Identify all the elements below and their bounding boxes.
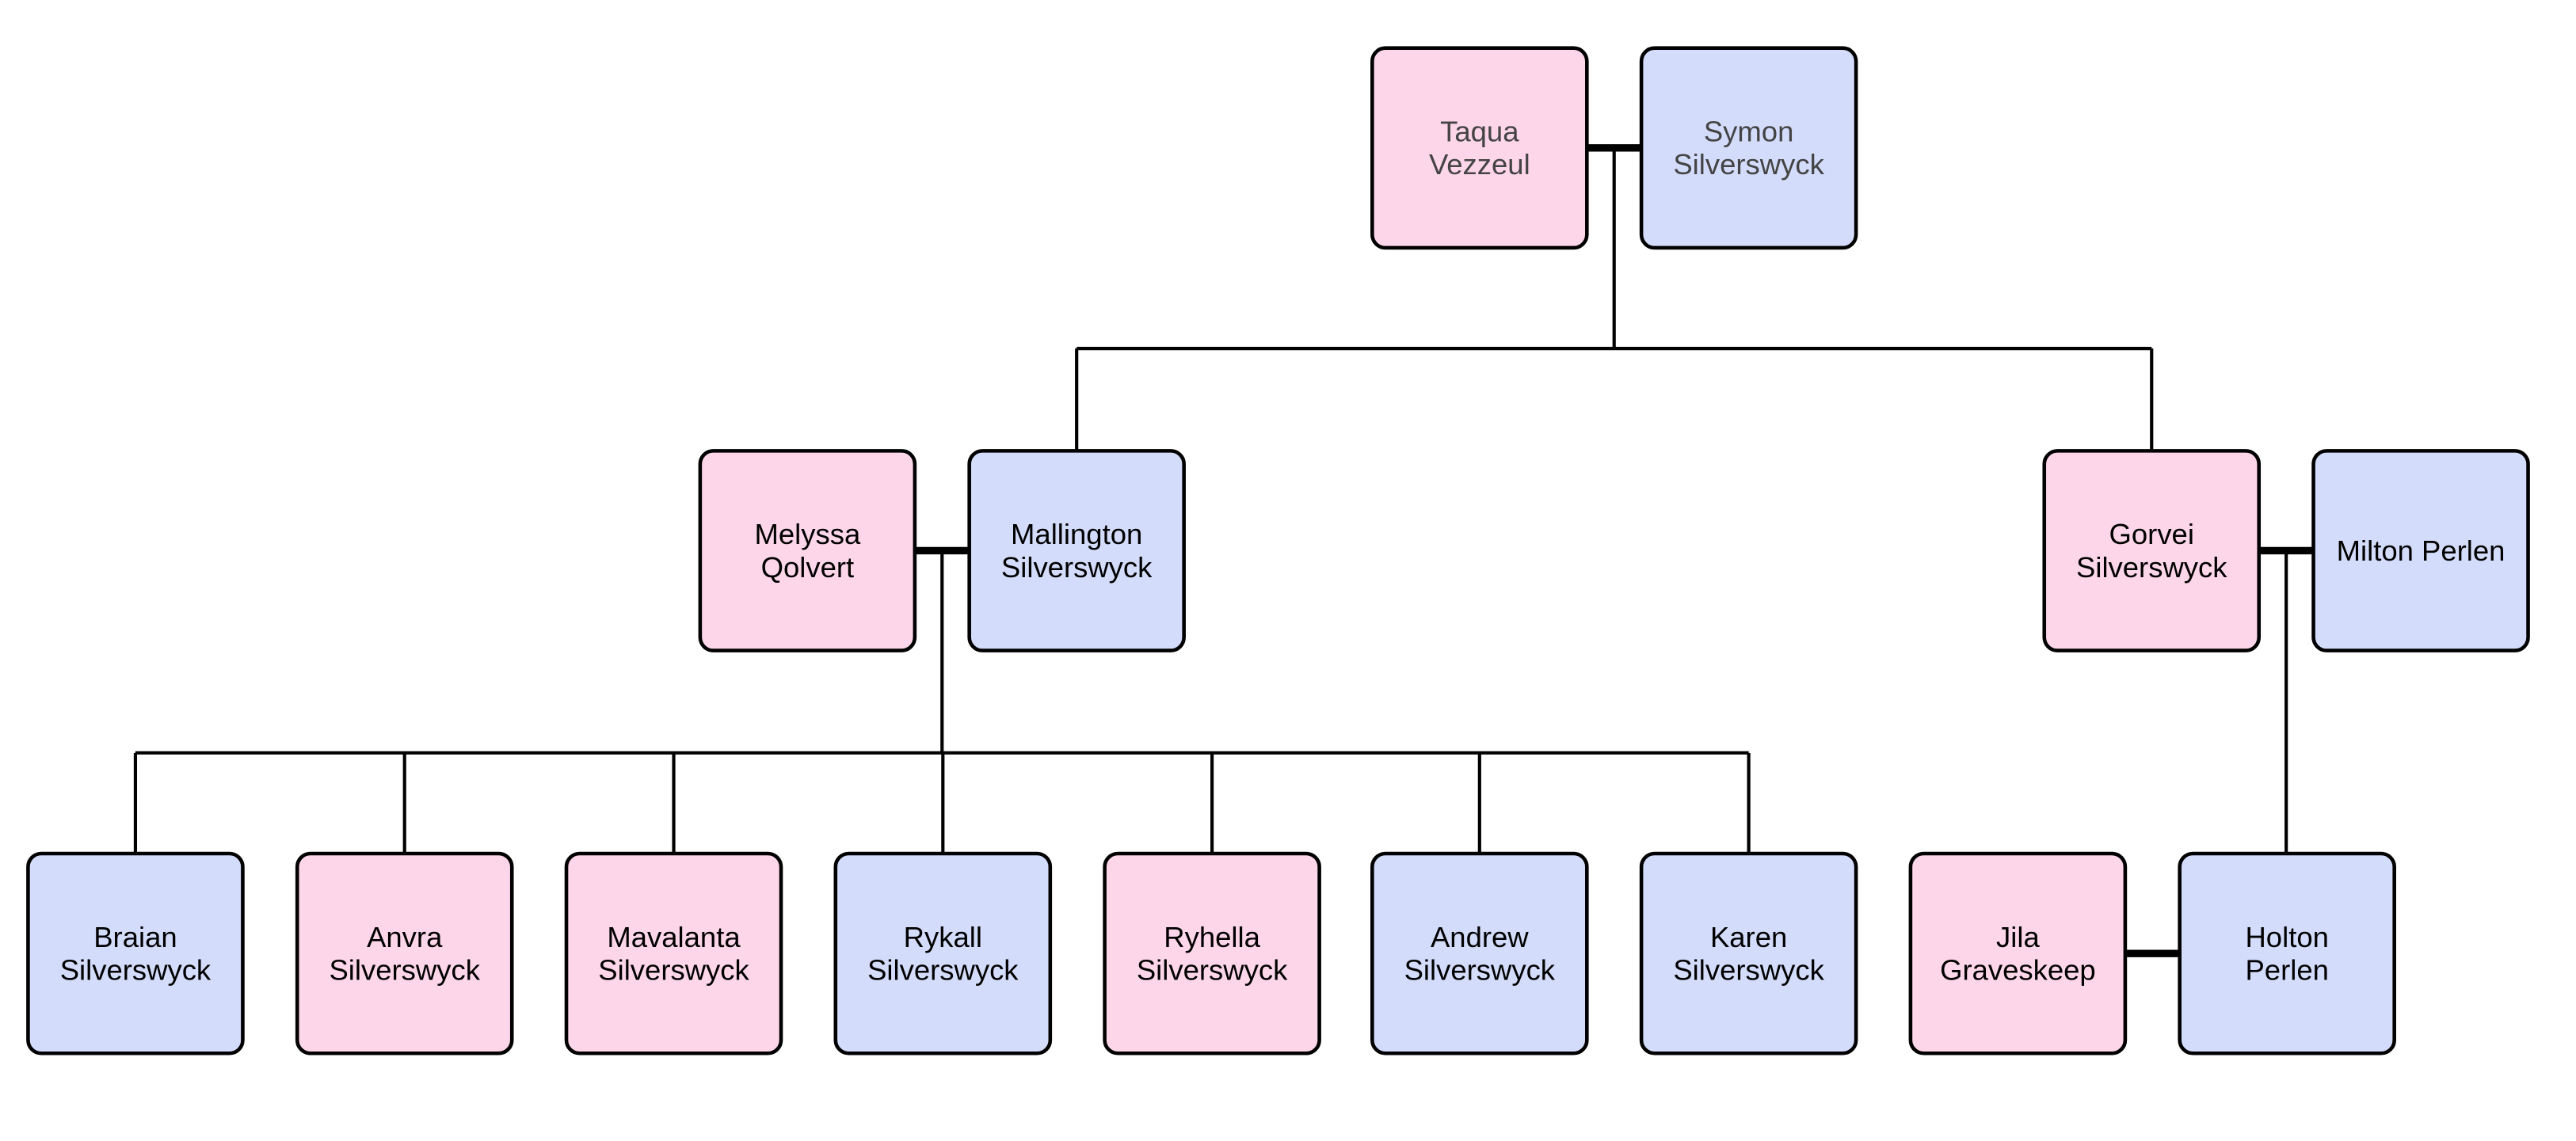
person-name-line: Taqua bbox=[1440, 116, 1519, 148]
person-box bbox=[1370, 851, 1589, 1055]
person-box bbox=[2311, 449, 2530, 652]
person-box bbox=[1103, 851, 1321, 1055]
person-name-line: Ryhella bbox=[1164, 921, 1260, 953]
person-name-line: Jila bbox=[1996, 921, 2040, 953]
person-name-line: Silverswyck bbox=[2076, 551, 2227, 584]
person-name-line: Andrew bbox=[1431, 921, 1529, 953]
person-name-line: Braian bbox=[93, 921, 177, 953]
person-name-line: Rykall bbox=[904, 921, 982, 953]
person-box bbox=[1908, 851, 2128, 1055]
person-name-line: Gorvei bbox=[2109, 518, 2194, 550]
person-name-line: Silverswyck bbox=[1404, 953, 1556, 986]
person-name-line: Mallington bbox=[1011, 518, 1142, 550]
person-node-milton[interactable]: Milton Perlen bbox=[2311, 449, 2530, 652]
person-box bbox=[26, 851, 245, 1055]
person-box bbox=[833, 851, 1053, 1055]
person-name-line: Milton Perlen bbox=[2337, 534, 2506, 567]
person-name-line: Anvra bbox=[367, 921, 443, 953]
person-name-line: Mavalanta bbox=[607, 921, 741, 953]
person-name-line: Symon bbox=[1704, 116, 1794, 148]
person-name-line: Melyssa bbox=[755, 518, 861, 550]
person-name-line: Silverswyck bbox=[1001, 551, 1153, 584]
person-name-line: Vezzeul bbox=[1429, 148, 1530, 181]
person-box bbox=[1639, 46, 1858, 250]
person-name-line: Perlen bbox=[2245, 953, 2328, 986]
person-box bbox=[295, 851, 514, 1055]
person-box bbox=[698, 449, 917, 652]
person-name-line: Silverswyck bbox=[1137, 953, 1288, 986]
person-box bbox=[967, 449, 1186, 652]
person-name-line: Karen bbox=[1710, 921, 1787, 953]
person-box bbox=[1370, 46, 1589, 250]
person-name-line: Silverswyck bbox=[329, 953, 480, 986]
person-box bbox=[564, 851, 783, 1055]
connector-lines bbox=[133, 144, 2314, 957]
person-name-line: Silverswyck bbox=[1673, 148, 1824, 181]
person-name-line: Silverswyck bbox=[60, 953, 211, 986]
person-name-line: Qolvert bbox=[761, 551, 855, 584]
person-box bbox=[2042, 449, 2262, 652]
person-name-line: Silverswyck bbox=[1673, 953, 1824, 986]
person-name-line: Holton bbox=[2245, 921, 2328, 953]
person-box bbox=[1639, 851, 1858, 1055]
person-nodes: TaquaVezzeulSymonSilverswyckMelyssaQolve… bbox=[26, 46, 2530, 1055]
person-name-line: Silverswyck bbox=[598, 953, 749, 986]
person-name-line: Silverswyck bbox=[867, 953, 1019, 986]
person-box bbox=[2178, 851, 2396, 1055]
person-name-line: Graveskeep bbox=[1940, 953, 2096, 986]
